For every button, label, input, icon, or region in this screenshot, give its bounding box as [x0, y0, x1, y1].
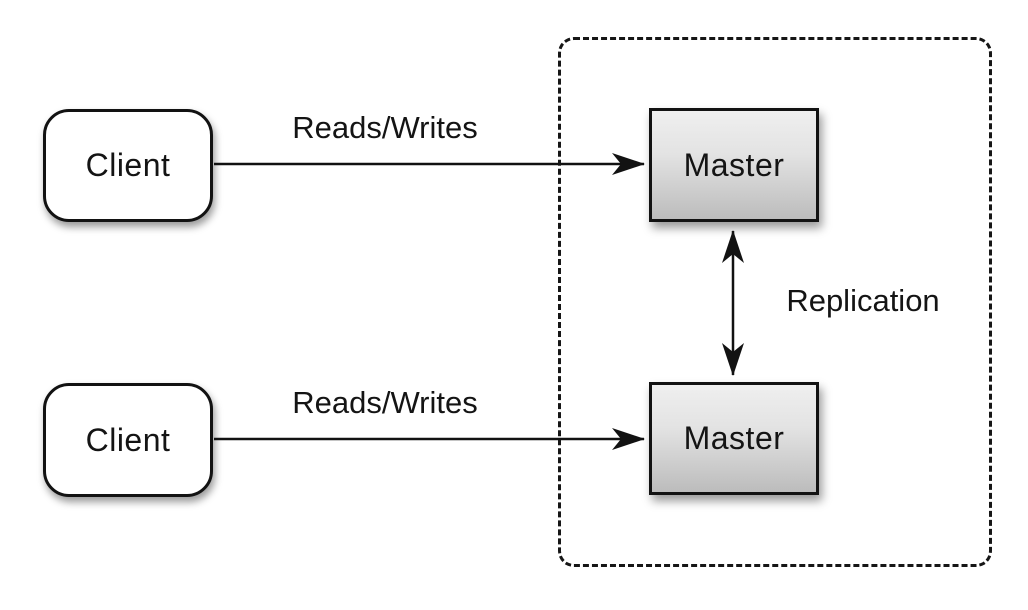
client-node-bottom: Client [43, 383, 213, 497]
client-node-top: Client [43, 109, 213, 222]
dashed-boundary [558, 37, 992, 567]
master-node-top: Master [649, 108, 819, 222]
client-node-bottom-label: Client [85, 421, 171, 458]
master-node-bottom-label: Master [683, 420, 785, 456]
master-node-bottom: Master [649, 382, 819, 495]
reads-writes-label-top: Reads/Writes [292, 110, 478, 145]
client-node-top-label: Client [85, 147, 171, 183]
master-node-top-label: Master [683, 146, 785, 183]
replication-label: Replication [786, 283, 940, 318]
reads-writes-label-bottom: Reads/Writes [292, 385, 478, 420]
